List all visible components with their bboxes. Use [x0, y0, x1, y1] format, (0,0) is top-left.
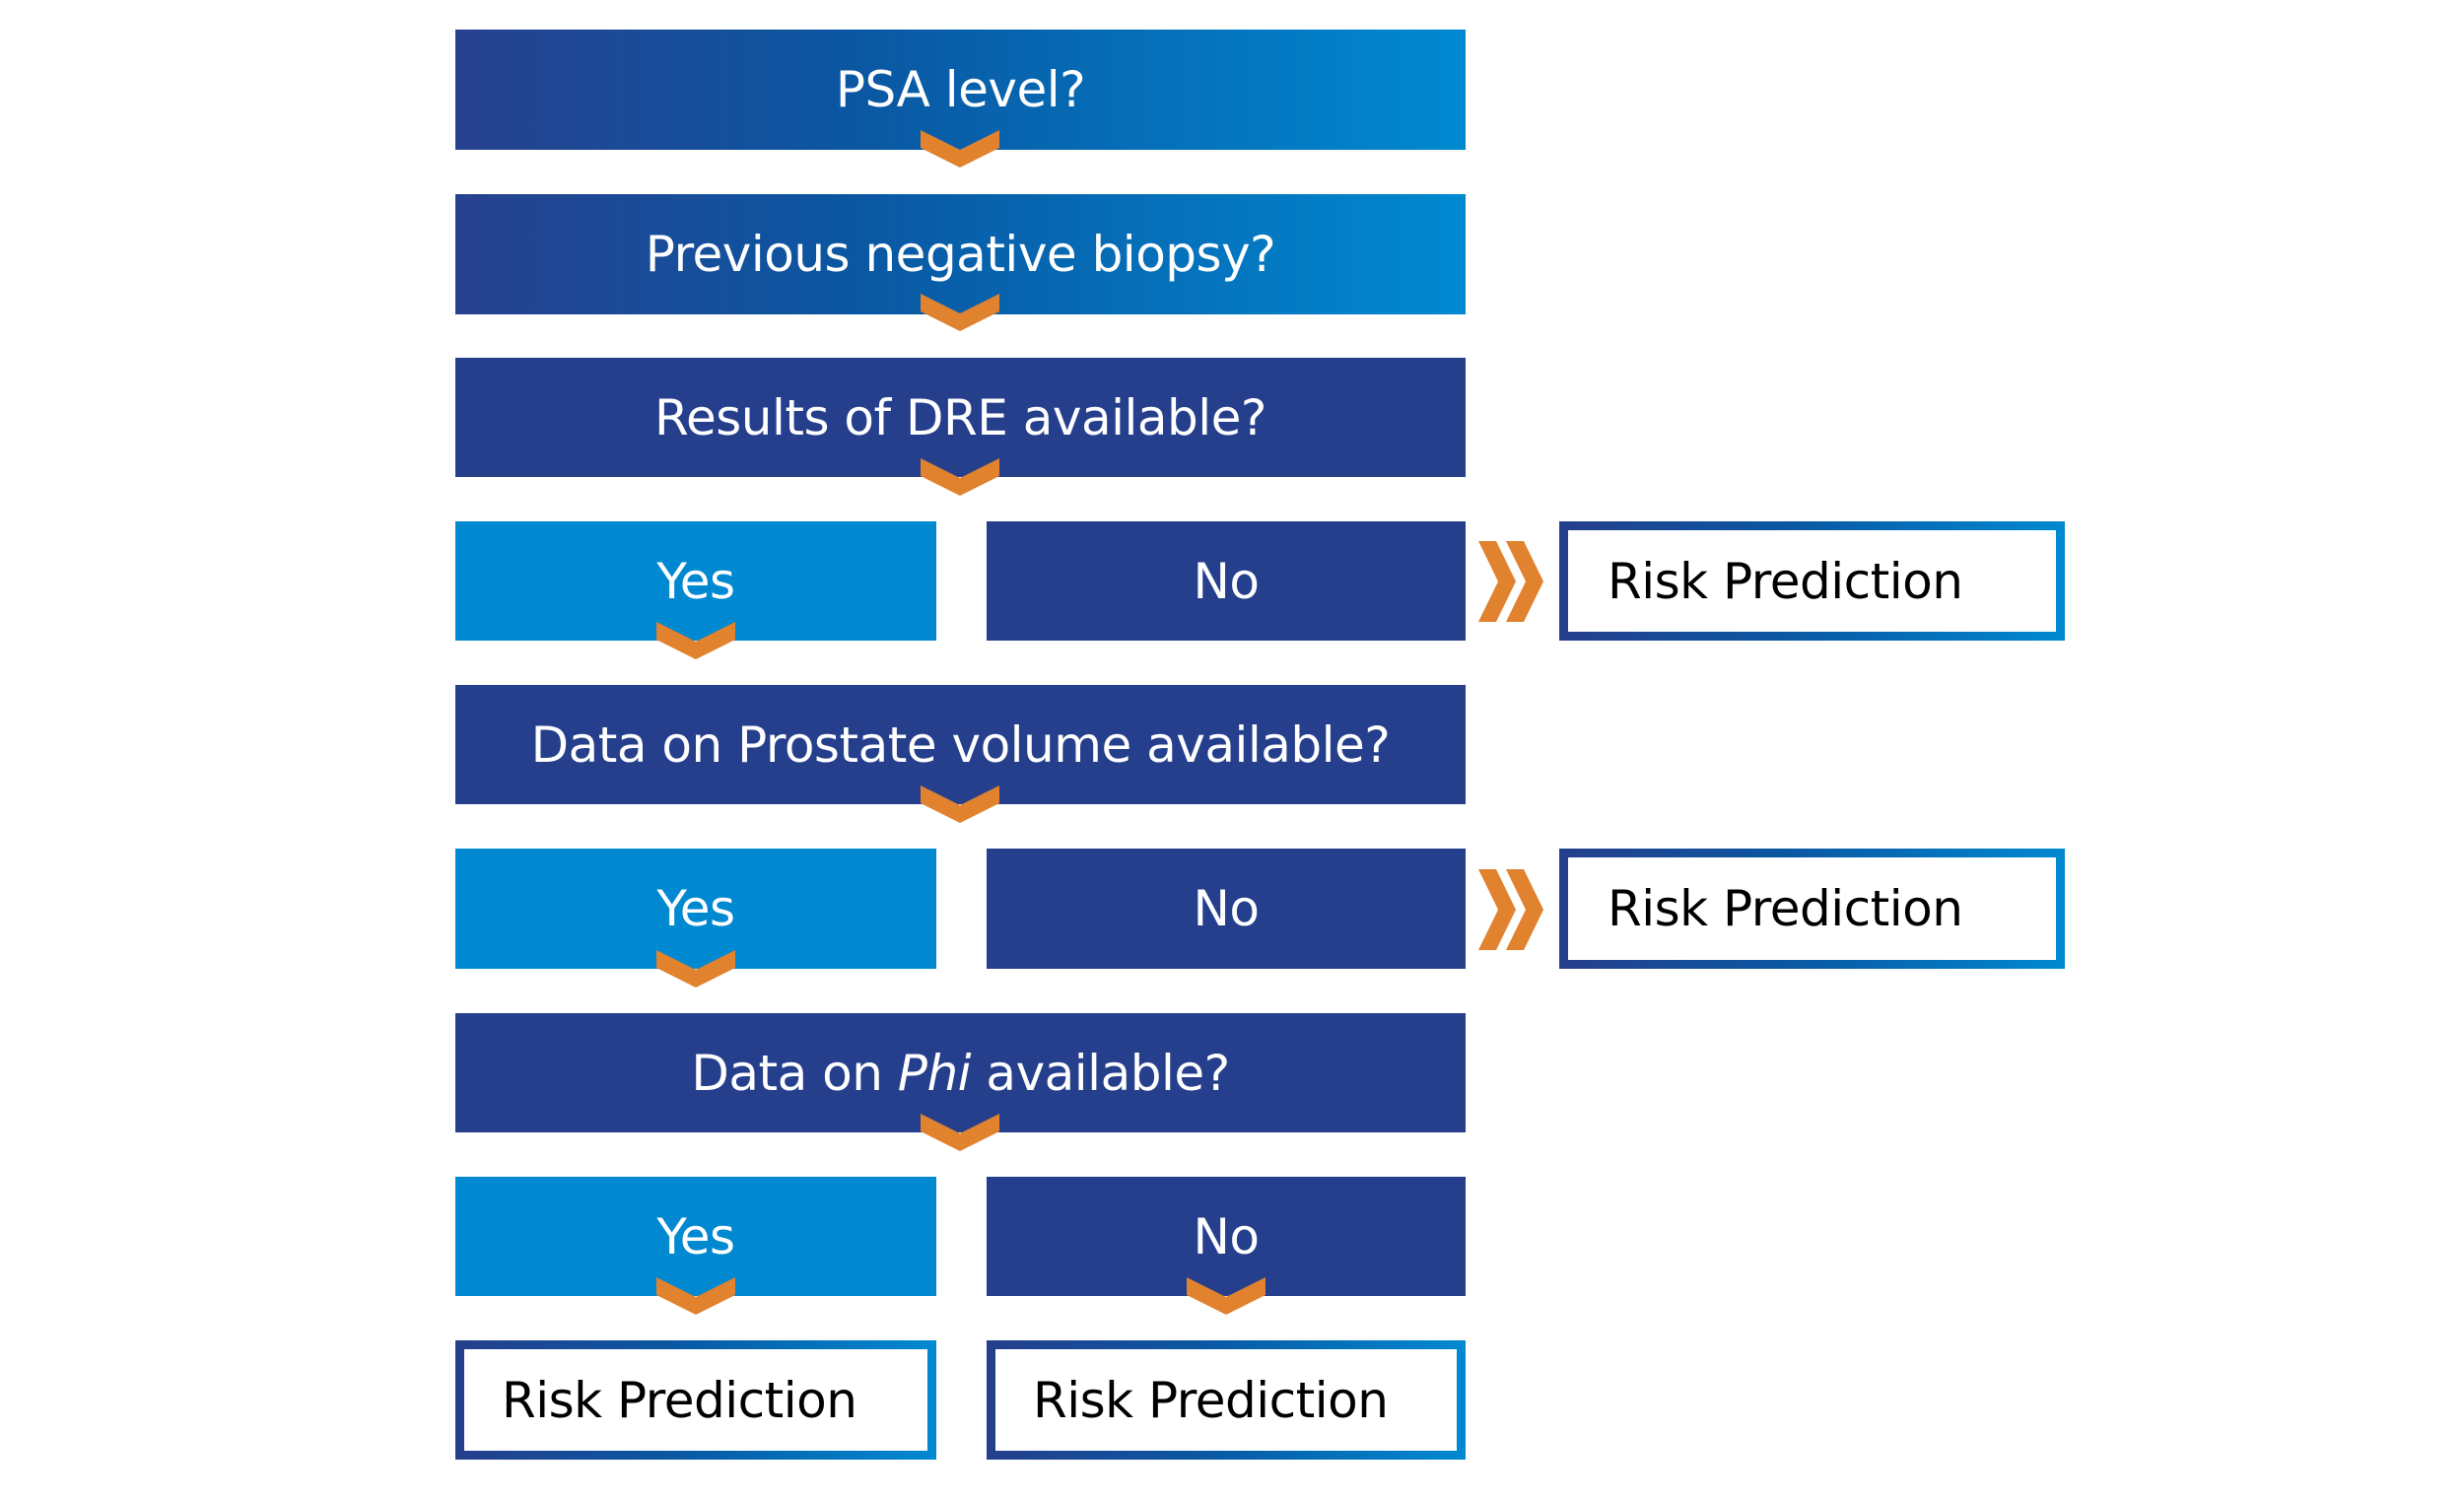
- risk-prediction-label: Risk Prediction: [1568, 530, 2056, 632]
- answer-yes-volume: Yes: [455, 849, 936, 969]
- chevron-down-icon: [921, 294, 999, 331]
- answer-yes-label: Yes: [656, 552, 735, 610]
- question-phi-prefix: Data on: [691, 1044, 898, 1102]
- chevron-down-icon: [921, 458, 999, 496]
- question-psa-level-label: PSA level?: [835, 61, 1086, 118]
- chevron-down-icon: [656, 622, 735, 659]
- answer-yes-label: Yes: [656, 880, 735, 937]
- chevron-down-icon: [921, 1114, 999, 1151]
- risk-prediction-box: Risk Prediction: [455, 1340, 936, 1460]
- risk-prediction-label: Risk Prediction: [1568, 857, 2056, 960]
- answer-no-label: No: [1193, 880, 1261, 937]
- answer-yes-phi: Yes: [455, 1177, 936, 1296]
- risk-prediction-label: Risk Prediction: [995, 1349, 1457, 1451]
- answer-no-phi: No: [987, 1177, 1466, 1296]
- question-prostate-volume: Data on Prostate volume available?: [455, 685, 1466, 804]
- question-phi: Data on Phi available?: [455, 1013, 1466, 1132]
- question-previous-biopsy: Previous negative biopsy?: [455, 194, 1466, 314]
- chevron-down-icon: [921, 130, 999, 168]
- answer-no-volume: No: [987, 849, 1466, 969]
- question-prostate-volume-label: Data on Prostate volume available?: [530, 716, 1391, 774]
- risk-prediction-box: Risk Prediction: [1559, 521, 2065, 641]
- chevron-down-icon: [656, 1277, 735, 1315]
- answer-no-dre: No: [987, 521, 1466, 641]
- risk-prediction-label: Risk Prediction: [464, 1349, 927, 1451]
- question-phi-italic: Phi: [897, 1044, 972, 1102]
- risk-prediction-box: Risk Prediction: [987, 1340, 1466, 1460]
- answer-no-label: No: [1193, 1207, 1261, 1265]
- chevron-down-icon: [1187, 1277, 1266, 1315]
- risk-prediction-box: Risk Prediction: [1559, 849, 2065, 969]
- answer-no-label: No: [1193, 552, 1261, 610]
- double-chevron-right-icon: [1478, 869, 1547, 950]
- question-dre-results-label: Results of DRE available?: [654, 388, 1266, 446]
- chevron-down-icon: [921, 785, 999, 823]
- question-previous-biopsy-label: Previous negative biopsy?: [645, 226, 1276, 283]
- question-psa-level: PSA level?: [455, 30, 1466, 150]
- double-chevron-right-icon: [1478, 541, 1547, 622]
- answer-yes-label: Yes: [656, 1207, 735, 1265]
- answer-yes-dre: Yes: [455, 521, 936, 641]
- chevron-down-icon: [656, 950, 735, 988]
- question-dre-results: Results of DRE available?: [455, 358, 1466, 477]
- question-phi-suffix: available?: [971, 1044, 1230, 1102]
- question-phi-label: Data on Phi available?: [691, 1044, 1230, 1102]
